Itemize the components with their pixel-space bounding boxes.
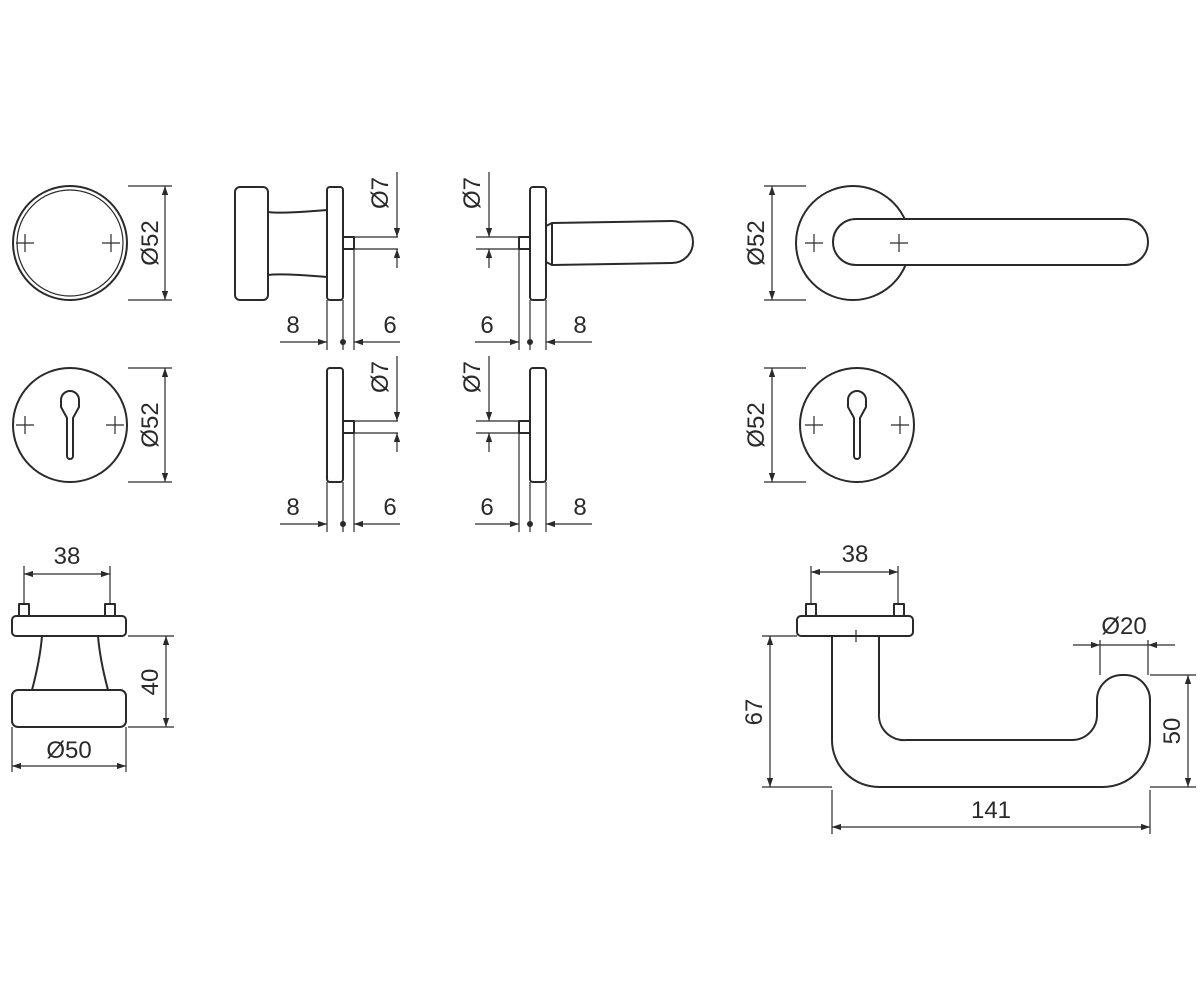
knob-side-view: Ø7 8 6 (234, 172, 401, 350)
dimension-label: Ø52 (137, 402, 164, 447)
knob-top-view: 38 40 Ø50 (11, 543, 174, 772)
dimension-label: 141 (971, 797, 1011, 824)
escutcheon-side-view-2: Ø7 6 8 (459, 356, 592, 532)
dimension-label: 8 (286, 312, 299, 339)
screw-mark-icon (890, 234, 908, 252)
dimension-label: 6 (480, 494, 493, 521)
escutcheon-front-view-right (799, 367, 915, 483)
escutcheon-front-view-left (12, 367, 128, 483)
dimension-escutcheon-left-diameter: Ø52 (128, 367, 172, 483)
dimension-label: Ø7 (367, 177, 394, 209)
dimension-label: Ø20 (1101, 613, 1146, 640)
dimension-label: 50 (1159, 718, 1186, 745)
dimension-label: Ø7 (459, 361, 486, 393)
screw-mark-icon (805, 234, 823, 252)
lever-top-view: 38 Ø20 67 50 141 (741, 541, 1196, 834)
lever-front-view (795, 185, 1149, 301)
dimension-label: 38 (54, 543, 81, 570)
dimension-label: 6 (383, 494, 396, 521)
dimension-label: 8 (573, 312, 586, 339)
dimension-label: Ø50 (46, 737, 91, 764)
dimension-label: 8 (573, 494, 586, 521)
dimension-label: 40 (137, 669, 164, 696)
dimension-label: Ø52 (137, 220, 164, 265)
screw-mark-icon (891, 416, 909, 434)
dimension-lever-rose-diameter: Ø52 (743, 185, 806, 301)
screw-mark-icon (805, 416, 823, 434)
dimension-rose-diameter: Ø52 (128, 185, 172, 301)
screw-mark-icon (16, 416, 34, 434)
dimension-label: 6 (383, 312, 396, 339)
dimension-label: Ø7 (367, 361, 394, 393)
dimension-label: Ø52 (743, 220, 770, 265)
dimension-label: 6 (480, 312, 493, 339)
dimension-label: 8 (286, 494, 299, 521)
dimension-escutcheon-right-diameter: Ø52 (743, 367, 806, 483)
escutcheon-side-view-1: Ø7 8 6 (280, 356, 401, 532)
dimension-label: 67 (741, 699, 768, 726)
dimension-label: Ø52 (743, 402, 770, 447)
screw-mark-icon (16, 234, 34, 252)
dimension-label: Ø7 (459, 177, 486, 209)
dimension-label: 38 (842, 541, 869, 568)
lever-side-view: Ø7 6 8 (459, 172, 694, 350)
screw-mark-icon (106, 416, 124, 434)
screw-mark-icon (102, 234, 120, 252)
rose-front-view-knob (12, 185, 128, 301)
